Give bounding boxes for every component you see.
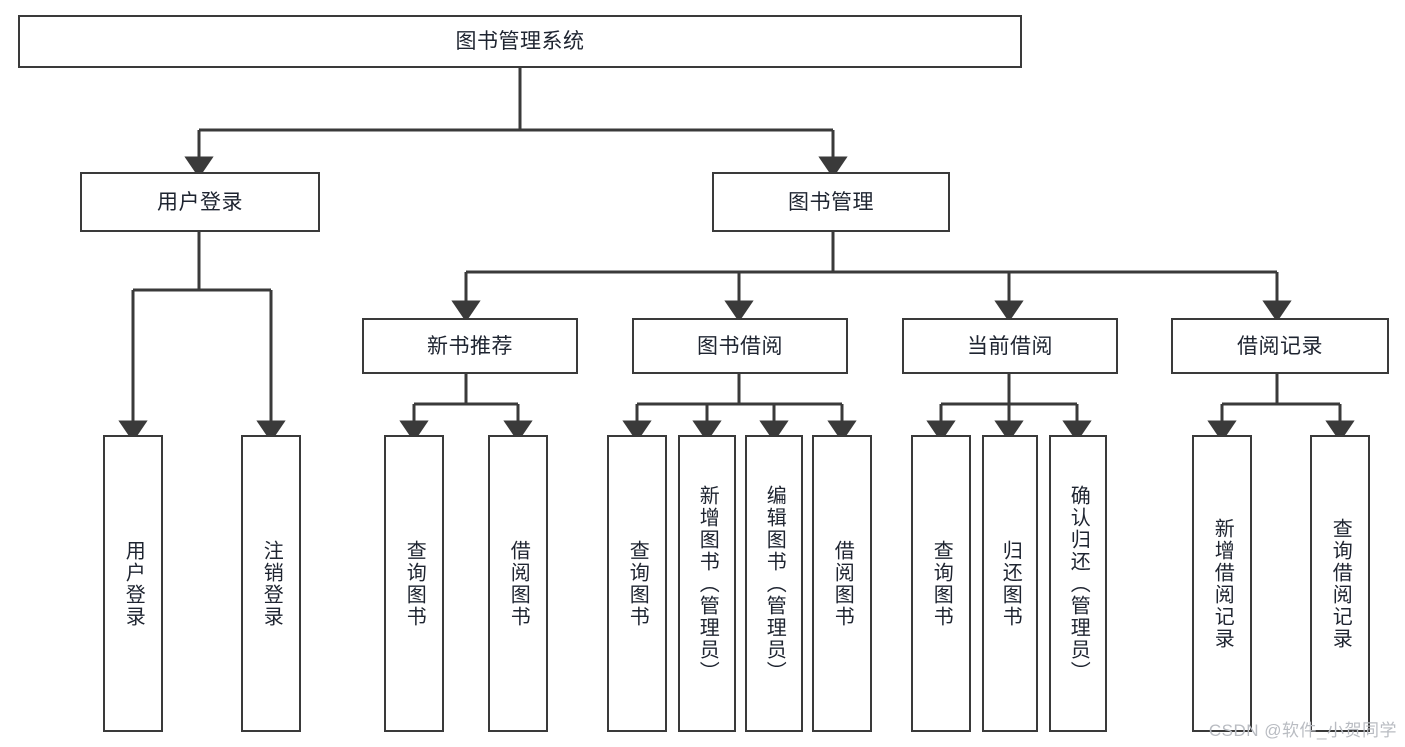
node-book-management[interactable]: 图书管理: [712, 172, 950, 232]
node-root-book-management-system[interactable]: 图书管理系统: [18, 15, 1022, 68]
node-borrow-record[interactable]: 借阅记录: [1171, 318, 1389, 374]
leaf-new-book-query-book[interactable]: 查询图书: [384, 435, 444, 732]
leaf-book-borrow-borrow-book[interactable]: 借阅图书: [812, 435, 872, 732]
node-label: 新增借阅记录: [1211, 517, 1234, 650]
node-label: 借阅图书: [831, 539, 854, 628]
node-label: 当前借阅: [967, 334, 1053, 358]
leaf-book-borrow-query-book[interactable]: 查询图书: [607, 435, 667, 732]
leaf-user-login-logout[interactable]: 注销登录: [241, 435, 301, 732]
node-label: 查询图书: [403, 539, 426, 628]
node-label: 新增图书（管理员）: [696, 484, 719, 683]
node-label: 图书管理系统: [455, 30, 585, 53]
leaf-user-login-login[interactable]: 用户登录: [103, 435, 163, 732]
node-book-borrow[interactable]: 图书借阅: [632, 318, 848, 374]
node-user-login[interactable]: 用户登录: [80, 172, 320, 232]
leaf-current-borrow-return-book[interactable]: 归还图书: [982, 435, 1038, 732]
node-label: 注销登录: [260, 539, 283, 628]
node-label: 用户登录: [157, 190, 243, 214]
node-label: 归还图书: [999, 539, 1022, 628]
node-label: 借阅记录: [1237, 334, 1323, 358]
leaf-book-borrow-edit-book[interactable]: 编辑图书（管理员）: [745, 435, 803, 732]
node-label: 查询图书: [930, 539, 953, 628]
node-label: 查询借阅记录: [1329, 517, 1352, 650]
leaf-book-borrow-add-book[interactable]: 新增图书（管理员）: [678, 435, 736, 732]
leaf-current-borrow-confirm-return[interactable]: 确认归还（管理员）: [1049, 435, 1107, 732]
leaf-new-book-borrow-book[interactable]: 借阅图书: [488, 435, 548, 732]
node-current-borrow[interactable]: 当前借阅: [902, 318, 1118, 374]
node-label: 编辑图书（管理员）: [763, 484, 786, 683]
node-new-book-recommend[interactable]: 新书推荐: [362, 318, 578, 374]
node-label: 查询图书: [626, 539, 649, 628]
leaf-borrow-record-query-record[interactable]: 查询借阅记录: [1310, 435, 1370, 732]
node-label: 图书借阅: [697, 334, 783, 358]
leaf-current-borrow-query-book[interactable]: 查询图书: [911, 435, 971, 732]
node-label: 图书管理: [788, 190, 874, 214]
node-label: 确认归还（管理员）: [1067, 484, 1090, 683]
node-label: 借阅图书: [507, 539, 530, 628]
node-label: 新书推荐: [427, 334, 513, 358]
node-label: 用户登录: [122, 539, 145, 628]
leaf-borrow-record-add-record[interactable]: 新增借阅记录: [1192, 435, 1252, 732]
